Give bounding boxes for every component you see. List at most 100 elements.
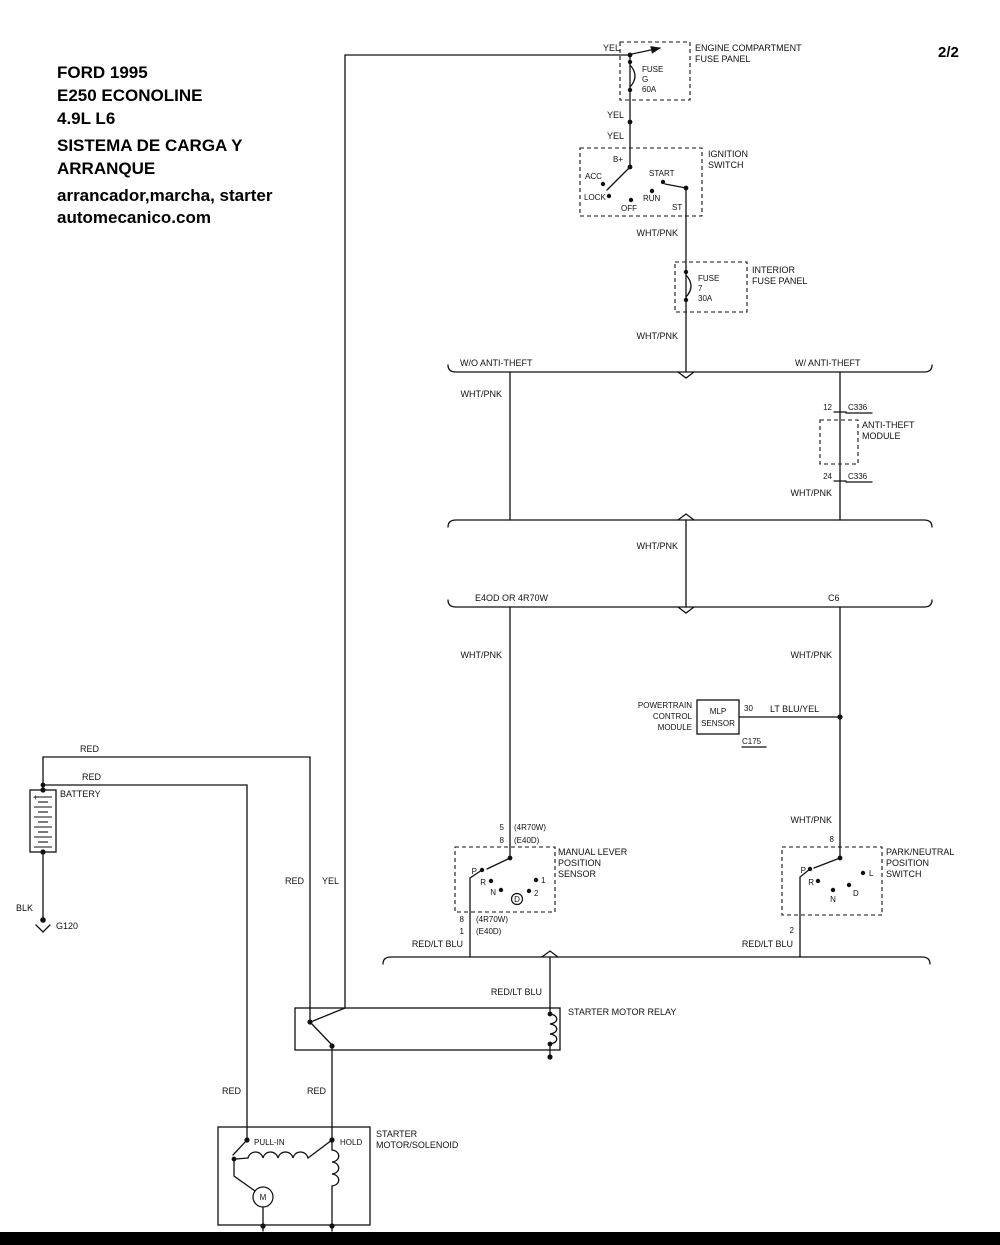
wire-label-whtpnk-2: WHT/PNK bbox=[637, 331, 679, 341]
pcm-sensor: SENSOR bbox=[701, 719, 735, 728]
wire-label-redltblu-3: RED/LT BLU bbox=[491, 987, 542, 997]
anti-theft-label-1: ANTI-THEFT bbox=[862, 420, 915, 430]
engine-fuse-panel-box bbox=[619, 41, 691, 101]
fuse-panel-arrow bbox=[631, 46, 662, 55]
ignition-lock: LOCK bbox=[584, 193, 606, 202]
fuse-7-id: 7 bbox=[698, 284, 703, 293]
pn-pos-p: P bbox=[801, 866, 806, 875]
mlp-pos-1: 1 bbox=[541, 876, 546, 885]
wire-label-redltblu-2: RED/LT BLU bbox=[742, 939, 793, 949]
wire-label-ltbluyel: LT BLU/YEL bbox=[770, 704, 819, 714]
branch-e4od: E4OD OR 4R70W bbox=[475, 593, 549, 603]
title-line-5: ARRANQUE bbox=[57, 159, 155, 178]
red-feed-relay bbox=[42, 756, 311, 1023]
anti-theft-join-bus bbox=[447, 519, 933, 528]
wire-label-whtpnk-7: WHT/PNK bbox=[791, 650, 833, 660]
title-line-2: E250 ECONOLINE bbox=[57, 86, 203, 105]
mlp-label-2: POSITION bbox=[558, 858, 601, 868]
pcm-box bbox=[696, 699, 740, 735]
pcm-conn-c175: C175 bbox=[742, 737, 762, 746]
solenoid-label-2: MOTOR/SOLENOID bbox=[376, 1140, 459, 1150]
wire-label-redltblu-1: RED/LT BLU bbox=[412, 939, 463, 949]
fuse-g-symbol bbox=[629, 64, 636, 88]
mlp-pos-d: D bbox=[514, 895, 520, 904]
pcm-mlp: MLP bbox=[710, 707, 726, 716]
mlp-pin-bot-b: 1 bbox=[460, 927, 465, 936]
pn-switch-box bbox=[781, 846, 883, 916]
starter-relay-box bbox=[294, 1007, 561, 1051]
motor-circle bbox=[252, 1186, 274, 1208]
starter-solenoid-box bbox=[217, 1126, 371, 1226]
page-number: 2/2 bbox=[938, 44, 959, 61]
wire-label-blk: BLK bbox=[16, 903, 33, 913]
anti-theft-conn-out: C336 bbox=[848, 472, 868, 481]
pn-pos-n: N bbox=[830, 895, 836, 904]
mlp-pin-top-b: 8 bbox=[500, 836, 505, 845]
mlp-label-1: MANUAL LEVER bbox=[558, 847, 628, 857]
pcm-label-2: CONTROL bbox=[653, 712, 693, 721]
red-feed-solenoid bbox=[42, 784, 248, 1141]
branch-c6: C6 bbox=[828, 593, 840, 603]
battery-plus: + bbox=[33, 793, 38, 802]
diagram-labels: FORD 1995 E250 ECONOLINE 4.9L L6 SISTEMA… bbox=[16, 43, 959, 1202]
motor-m-label: M bbox=[260, 1193, 267, 1202]
dashed-component-boxes bbox=[454, 41, 883, 916]
pn-pos-d: D bbox=[853, 889, 859, 898]
solenoid-contact-arm bbox=[232, 1139, 248, 1156]
wire-label-whtpnk-3: WHT/PNK bbox=[461, 389, 503, 399]
starter-join-bus bbox=[382, 956, 931, 965]
mlp-label-3: SENSOR bbox=[558, 869, 597, 879]
mlp-pin-top-b-note: (E40D) bbox=[514, 836, 540, 845]
solenoid-label-1: STARTER bbox=[376, 1129, 418, 1139]
footer-bar bbox=[0, 1232, 1000, 1245]
pcm-label-1: POWERTRAIN bbox=[638, 701, 692, 710]
ignition-off: OFF bbox=[621, 204, 637, 213]
wire-label-red-3: RED bbox=[285, 876, 305, 886]
battery-cells bbox=[34, 796, 52, 848]
ignition-label-2: SWITCH bbox=[708, 160, 744, 170]
ignition-switch-box bbox=[579, 147, 703, 217]
anti-theft-pin-out: 24 bbox=[823, 472, 832, 481]
battery-label: BATTERY bbox=[60, 789, 101, 799]
relay-coil-symbol bbox=[549, 1013, 558, 1045]
mlp-pos-r: R bbox=[480, 878, 486, 887]
wire-label-whtpnk-1: WHT/PNK bbox=[637, 228, 679, 238]
solenoid-pull-in-label: PULL-IN bbox=[254, 1138, 285, 1147]
anti-theft-conn-in: C336 bbox=[848, 403, 868, 412]
wire-label-whtpnk-4: WHT/PNK bbox=[791, 488, 833, 498]
mlp-pos-n: N bbox=[490, 888, 496, 897]
title-line-7: automecanico.com bbox=[57, 208, 211, 227]
title-line-4: SISTEMA DE CARGA Y bbox=[57, 136, 243, 155]
wire-label-red-2: RED bbox=[82, 772, 102, 782]
wire-label-whtpnk-6: WHT/PNK bbox=[461, 650, 503, 660]
fuse-g-rating: 60A bbox=[642, 85, 657, 94]
engine-fuse-panel-label-1: ENGINE COMPARTMENT bbox=[695, 43, 802, 53]
mlp-pos-2: 2 bbox=[534, 889, 539, 898]
ignition-b-plus: B+ bbox=[613, 155, 623, 164]
pcm-pin-30: 30 bbox=[744, 704, 753, 713]
relay-contact-arm bbox=[309, 1021, 332, 1045]
wire-label-yel-4: YEL bbox=[322, 876, 339, 886]
transmission-split-bus bbox=[447, 599, 933, 608]
ignition-st: ST bbox=[672, 203, 682, 212]
mlp-sensor-box bbox=[454, 846, 556, 913]
mlp-switch-arm bbox=[486, 857, 511, 870]
pcm-label-3: MODULE bbox=[658, 723, 692, 732]
mlp-pin-bot-a: 8 bbox=[460, 915, 465, 924]
wire-label-red-4: RED bbox=[222, 1086, 242, 1096]
hold-coil-symbol bbox=[331, 1149, 340, 1187]
pn-label-3: SWITCH bbox=[886, 869, 922, 879]
mlp-pin-bot-b-note: (E40D) bbox=[476, 927, 502, 936]
ground-symbol-g120 bbox=[35, 924, 51, 933]
ignition-run: RUN bbox=[643, 194, 661, 203]
mlp-pin-top-a: 5 bbox=[500, 823, 505, 832]
anti-theft-label-2: MODULE bbox=[862, 431, 901, 441]
title-line-6: arrancador,marcha, starter bbox=[57, 186, 273, 205]
ground-g120-label: G120 bbox=[56, 921, 78, 931]
title-line-3: 4.9L L6 bbox=[57, 109, 115, 128]
interior-fuse-panel-box bbox=[674, 261, 748, 313]
pn-switch-arm bbox=[813, 857, 841, 869]
title-line-1: FORD 1995 bbox=[57, 63, 148, 82]
